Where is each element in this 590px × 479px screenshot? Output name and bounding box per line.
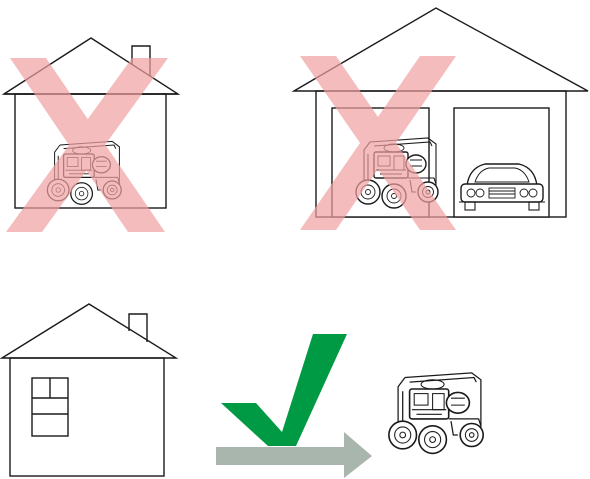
scene-outdoors [2,304,483,478]
scene-inside-house [4,38,178,232]
green-checkmark-icon [221,334,347,446]
window-icon [32,378,68,436]
pressure-washer-icon [389,373,483,454]
house-roof [2,304,176,358]
scene-inside-garage [294,8,588,230]
